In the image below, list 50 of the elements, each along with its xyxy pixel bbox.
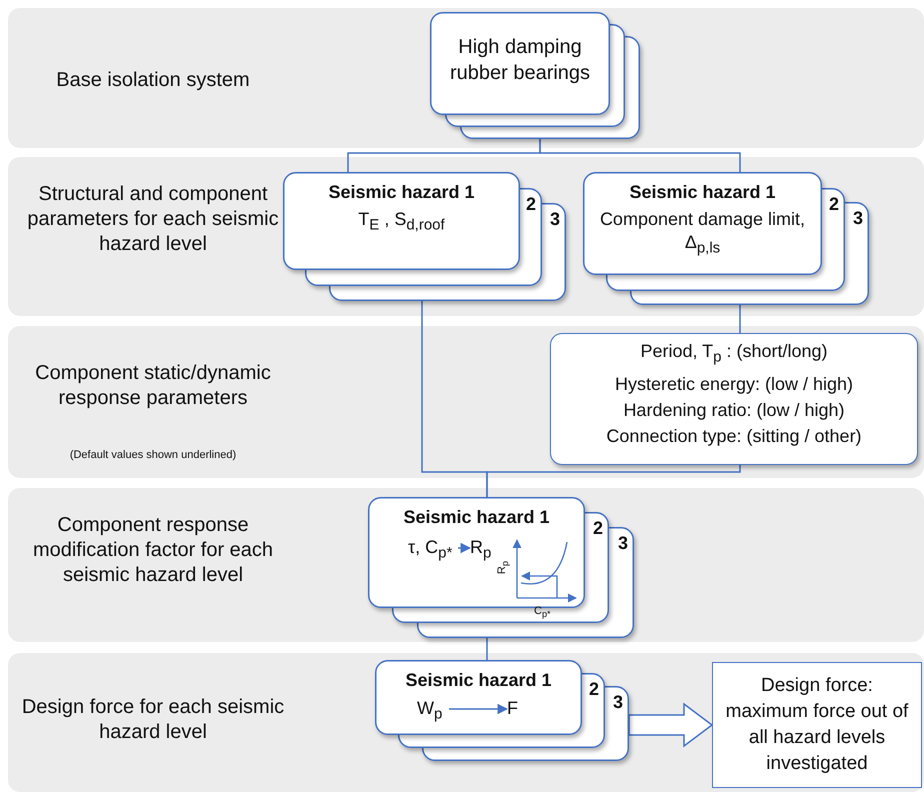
row-heading: Design force for each seismic hazard level bbox=[20, 695, 286, 745]
connector-line bbox=[739, 305, 741, 333]
connector-line bbox=[486, 465, 741, 497]
parameter-text: Period, T$_{p}$ : (short/long) bbox=[640, 340, 828, 368]
band-panel bbox=[8, 8, 924, 148]
formula-text: τ, C$_{p*}$ bbox=[408, 535, 458, 561]
row-heading: Base isolation system bbox=[55, 68, 251, 93]
arrow bbox=[449, 704, 508, 714]
arrow bbox=[458, 542, 472, 554]
block-arrow bbox=[628, 702, 714, 748]
parameter-text: Hardening ratio: (low / high) bbox=[623, 398, 845, 422]
level-number: 3 bbox=[613, 692, 624, 712]
band-panel bbox=[8, 326, 924, 478]
formula-text: R$_{p}$ bbox=[470, 535, 496, 561]
card-heading: Seismic hazard 1 bbox=[629, 181, 776, 204]
connector-line bbox=[486, 638, 488, 660]
row-heading: Component response modification factor for each seismic hazard level bbox=[32, 513, 274, 588]
band-panel bbox=[8, 488, 924, 642]
level-number: 2 bbox=[589, 679, 600, 699]
card-heading: Seismic hazard 1 bbox=[403, 506, 550, 529]
card-stack bbox=[375, 660, 629, 761]
card-stack bbox=[283, 172, 566, 301]
row-heading: Structural and component parameters for each seismic hazard level bbox=[26, 182, 280, 257]
parameter-box bbox=[550, 333, 918, 465]
result-text: Design force: maximum force out of all hazard levels investigated bbox=[724, 674, 910, 776]
formula-text: F bbox=[507, 696, 537, 722]
level-number: 2 bbox=[593, 518, 604, 538]
formula-text: W$_{p}$ bbox=[417, 696, 449, 722]
card-stack bbox=[583, 172, 869, 305]
level-number: 3 bbox=[550, 209, 560, 229]
level-number: 3 bbox=[618, 533, 628, 553]
card-text: Component damage limit, Δ$_{p,ls}$ bbox=[598, 208, 806, 259]
axis-label: C$_{p*}$ bbox=[534, 605, 551, 620]
band-panel bbox=[8, 157, 924, 316]
connector-line bbox=[539, 139, 741, 172]
level-number: 2 bbox=[829, 194, 840, 214]
card-heading: Seismic hazard 1 bbox=[328, 181, 475, 204]
card-stack bbox=[368, 497, 634, 638]
band-panel bbox=[8, 653, 924, 792]
level-number: 3 bbox=[853, 208, 864, 228]
row-heading: Component static/dynamic response parameters bbox=[34, 361, 272, 411]
note-text: (Default values shown underlined) bbox=[68, 448, 238, 462]
parameter-text: Connection type: (sitting / other) bbox=[606, 424, 862, 448]
card-text: T$_{E}$ , S$_{d,roof}$ bbox=[357, 208, 446, 236]
card-text: High damping rubber bearings bbox=[448, 35, 592, 86]
card-heading: Seismic hazard 1 bbox=[405, 669, 552, 692]
parameter-text: Hysteretic energy: (low / high) bbox=[614, 372, 854, 396]
card-stack bbox=[430, 12, 640, 139]
level-number: 2 bbox=[526, 194, 536, 214]
result-box bbox=[712, 662, 922, 788]
